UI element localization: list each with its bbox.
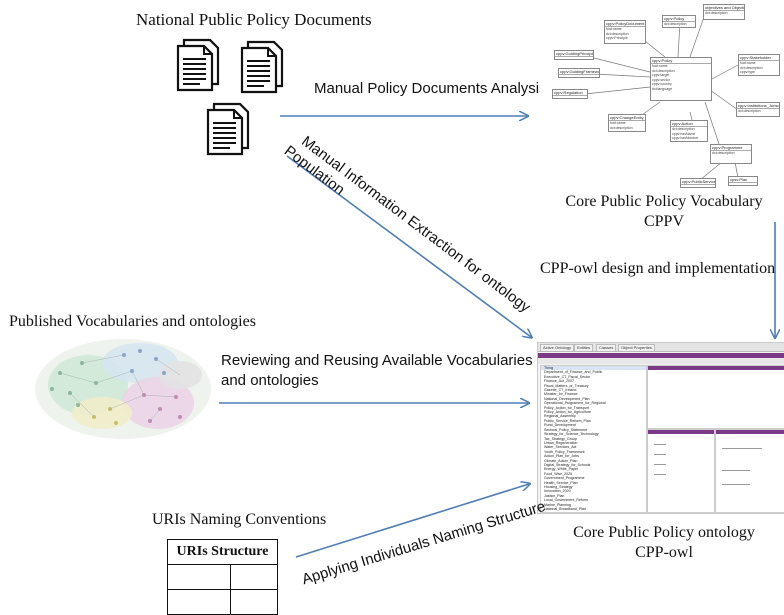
arrow-information-extraction bbox=[286, 155, 531, 337]
tree-row: Fiscal_Matters_or_Treasury bbox=[544, 383, 589, 388]
cpp-owl-design-label: CPP-owl design and implementation bbox=[540, 260, 776, 277]
cpp-owl-title-line2: CPP-owl bbox=[635, 544, 693, 561]
cppv-diagram: cppv:PolicyDocument foaf:name dct:descri… bbox=[540, 2, 780, 190]
vocab-box-4: cppv:GuidingFramework bbox=[558, 68, 600, 78]
uri-structure-table: URIs Structure bbox=[167, 539, 278, 615]
vocab-box-0: cppv:PolicyDocument foaf:name dct:descri… bbox=[604, 20, 646, 44]
protege-tab: Entities bbox=[574, 344, 594, 352]
tree-row: Public_Service_Reform_Plan bbox=[544, 418, 591, 423]
tree-row: Innovation_2020 bbox=[544, 489, 571, 494]
cpp-owl-title: Core Public Policy ontology CPP-owl bbox=[546, 523, 782, 563]
tree-row: Thing bbox=[541, 366, 646, 371]
arrow-naming bbox=[295, 484, 529, 558]
uri-table-cell bbox=[230, 589, 278, 615]
tree-row: Executive_CT_Fiscal_Sector bbox=[544, 374, 591, 379]
tree-row: Finance_Act_2007 bbox=[544, 379, 574, 384]
protege-annotations-panel bbox=[647, 365, 784, 429]
reviewing-line2: and ontologies bbox=[221, 372, 319, 389]
tree-row: Marine_Planning bbox=[544, 502, 571, 507]
tree-row: Tax_Strategy_Group bbox=[544, 436, 577, 441]
tree-row: Water_Services_Act bbox=[544, 445, 577, 450]
vocab-box-2: objectives and Objective dct:description bbox=[703, 4, 745, 20]
uri-table-cell bbox=[230, 564, 278, 590]
vocab-box-3: cppv:GuidingPrinciple bbox=[554, 50, 594, 60]
tree-row: Energy_White_Paper bbox=[544, 467, 579, 472]
protege-toolbar bbox=[538, 358, 784, 364]
tree-row: Rural_Development bbox=[544, 423, 576, 428]
tree-row: Urban_Regeneration bbox=[544, 440, 578, 445]
tree-row: Department_of_Finance_and_Public bbox=[544, 370, 603, 375]
vocab-box-7: cppv:Stakeholder foaf:name dct:descripti… bbox=[738, 54, 780, 76]
tree-row: Health_Service_Plan bbox=[544, 480, 578, 485]
tree-row: Policy_Action_for_Agriculture bbox=[544, 410, 591, 415]
uris-title: URIs Naming Conventions bbox=[152, 511, 327, 528]
documents-icon bbox=[176, 38, 284, 156]
uri-table-cell bbox=[167, 589, 231, 615]
protege-tab: Object Properties bbox=[618, 344, 655, 352]
tree-row: Regional_Assembly bbox=[544, 414, 576, 419]
tree-row: Minister_for_Finance bbox=[544, 392, 578, 397]
reviewing-label: Reviewing and Reusing Available Vocabula… bbox=[221, 351, 533, 391]
tree-row: Government_Programme bbox=[544, 476, 585, 481]
uri-structure-header: URIs Structure bbox=[167, 539, 278, 565]
protege-tab: Active Ontology bbox=[540, 344, 575, 352]
protege-tab-bar: Active Ontology Entities Classes Object … bbox=[538, 343, 784, 352]
tree-row: Action_Plan_for_Jobs bbox=[544, 454, 579, 459]
protege-property-panel bbox=[715, 429, 784, 513]
protege-description-panel bbox=[647, 429, 715, 513]
manual-analysis-label: Manual Policy Documents Analysis bbox=[314, 80, 547, 97]
tree-row: Local_Government_Reform bbox=[544, 498, 589, 503]
cpp-owl-title-line1: Core Public Policy ontology bbox=[573, 524, 755, 541]
vocab-box-12: cppv:PublicService bbox=[680, 178, 716, 188]
tree-row: National_Development_Plan bbox=[544, 396, 590, 401]
cpp-owl-screenshot: Active Ontology Entities Classes Object … bbox=[537, 342, 784, 514]
tree-row: Sectoral_Policy_Statement bbox=[544, 427, 588, 432]
vocab-box-5: cppv:Regulation bbox=[552, 89, 588, 99]
tree-row: Digital_Strategy_for_Schools bbox=[544, 462, 591, 467]
tree-row: Housing_Strategy bbox=[544, 484, 573, 489]
vocab-box-9: cppv:Action dct:description cppv:hasName… bbox=[670, 120, 708, 142]
protege-class-tree: Thing Department_of_Finance_and_Public E… bbox=[540, 365, 647, 513]
vocab-box-10: cppv:Institutions_Jurisdiction dct:descr… bbox=[736, 102, 780, 117]
tree-row: Food_Wise_2025 bbox=[544, 471, 573, 476]
published-vocab-title: Published Vocabularies and ontologies bbox=[9, 313, 256, 330]
national-documents-title: National Public Policy Documents bbox=[136, 10, 372, 29]
protege-header-bar bbox=[538, 353, 784, 358]
ontology-cloud-graphic bbox=[35, 339, 211, 439]
vocab-box-13: cpsv:Plan bbox=[728, 176, 758, 186]
reviewing-line1: Reviewing and Reusing Available Vocabula… bbox=[221, 352, 533, 369]
cppv-title-line2: CPPV bbox=[643, 213, 685, 230]
tree-row: Operational_Programme_for_Regional bbox=[544, 401, 606, 406]
vocab-box-1: cppv:Policy dct:description bbox=[662, 15, 696, 28]
uri-table-cell bbox=[167, 564, 231, 590]
cppv-title: Core Public Policy Vocabulary CPPV bbox=[546, 192, 782, 232]
tree-row: Youth_Policy_Framework bbox=[544, 449, 585, 454]
protege-tab: Classes bbox=[596, 344, 617, 352]
vocab-box-11: cppv:Programme dct:description bbox=[710, 144, 752, 164]
tree-row: Policy_Action_for_Transport bbox=[544, 405, 590, 410]
tree-row: Gazette_CT_Ireland bbox=[544, 388, 577, 393]
vocab-box-8: cppv:ChangeEntity foaf:name dct:descript… bbox=[608, 114, 646, 132]
tree-row: National_Broadband_Plan bbox=[544, 507, 586, 511]
tree-row: Strategy_for_Science_Technology bbox=[544, 432, 599, 437]
vocab-box-6: cppv:Policy foaf:name dct:description cp… bbox=[650, 57, 712, 101]
tree-row: Justice_Plan bbox=[544, 493, 565, 498]
tree-row: Climate_Action_Plan bbox=[544, 458, 578, 463]
cppv-title-line1: Core Public Policy Vocabulary bbox=[565, 193, 763, 210]
